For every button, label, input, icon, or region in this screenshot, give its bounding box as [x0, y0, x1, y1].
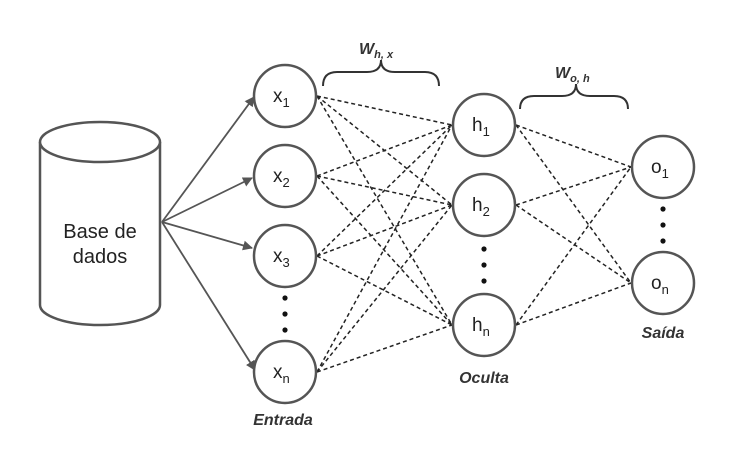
database-to-input-arrows [161, 96, 256, 371]
arrow-to-x3 [161, 221, 253, 251]
input-ellipsis [282, 295, 288, 333]
svg-text:xn: xn [273, 362, 290, 386]
svg-text:x2: x2 [273, 166, 290, 190]
input-hidden-connections [316, 95, 453, 373]
svg-text:h1: h1 [472, 115, 490, 139]
brace-hidden-output [519, 83, 629, 110]
weight-label-input-hidden: Wh, x [359, 41, 394, 61]
hidden-ellipsis [481, 246, 487, 284]
arrow-to-x2 [161, 177, 253, 223]
input-node-xn: xn [252, 339, 318, 405]
arrow-to-xn [161, 221, 256, 371]
hidden-output-connections [515, 124, 632, 326]
hidden-node-hn: hn [451, 292, 517, 358]
hidden-node-h1: h1 [451, 92, 517, 158]
input-node-x2: x2 [252, 143, 318, 209]
database-label-line2: dados [73, 246, 128, 268]
input-layer-label: Entrada [253, 412, 313, 429]
brace-input-hidden [322, 59, 440, 87]
database-label-line1: Base de [63, 221, 136, 243]
output-layer-label: Saída [642, 325, 685, 342]
output-ellipsis [660, 206, 666, 244]
svg-text:x1: x1 [273, 86, 290, 110]
input-node-x1: x1 [252, 63, 318, 129]
svg-text:on: on [651, 273, 669, 297]
output-node-o1: o1 [630, 134, 696, 200]
svg-text:o1: o1 [651, 157, 669, 181]
arrow-to-x1 [161, 96, 255, 223]
database-icon [38, 120, 162, 327]
hidden-layer-label: Oculta [459, 370, 509, 387]
hidden-node-h2: h2 [451, 172, 517, 238]
svg-text:hn: hn [472, 315, 490, 339]
input-node-x3: x3 [252, 223, 318, 289]
weight-label-hidden-output: Wo, h [555, 65, 590, 85]
svg-text:x3: x3 [273, 246, 290, 270]
output-node-on: on [630, 250, 696, 316]
svg-text:h2: h2 [472, 195, 490, 219]
